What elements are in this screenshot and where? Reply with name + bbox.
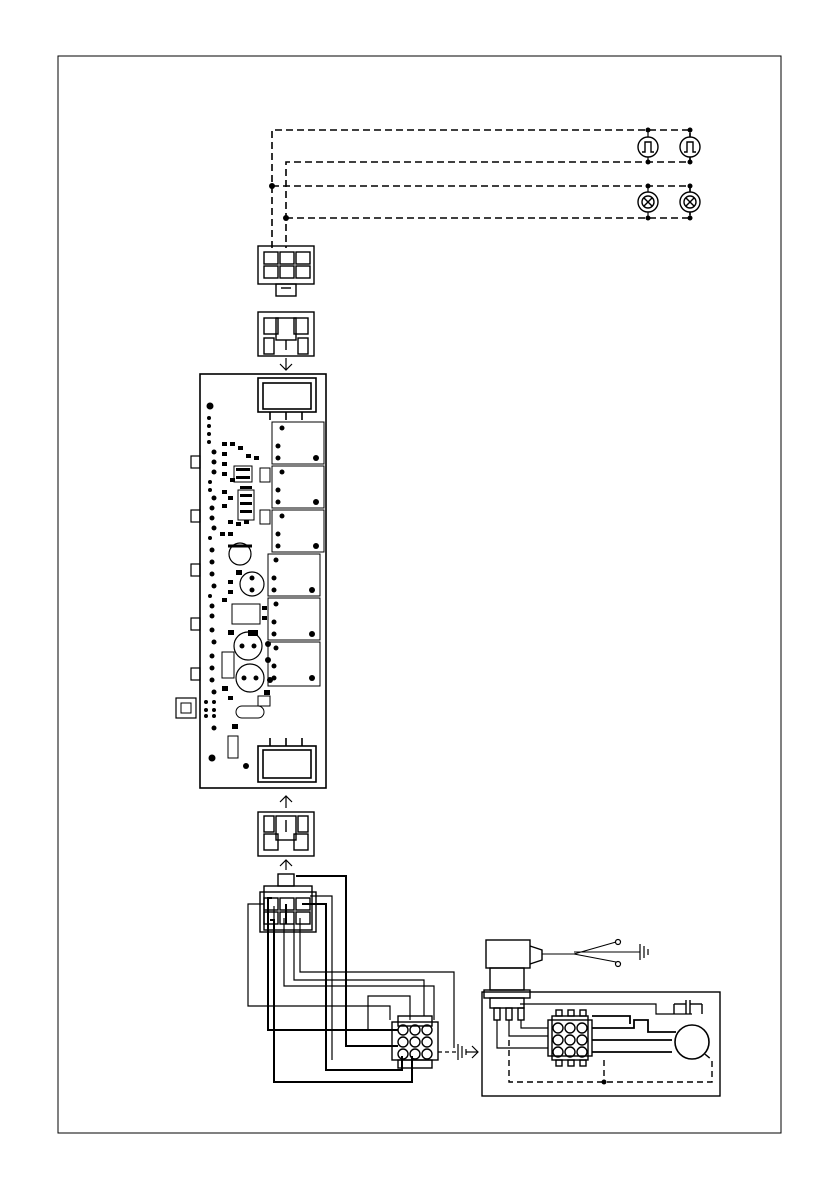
arrow-up-icon	[280, 796, 292, 808]
control-board	[176, 374, 326, 788]
lamp-wiring	[272, 130, 690, 248]
junction-dots	[269, 128, 693, 222]
motor-connector	[548, 1010, 592, 1066]
capacitor-icon	[674, 1000, 702, 1014]
earth-ground-icon	[438, 1044, 466, 1060]
inlet-wiring	[497, 1004, 692, 1048]
power-inlet	[484, 940, 542, 1020]
motor-icon	[675, 1025, 709, 1059]
ground-dot	[602, 1080, 607, 1085]
lower-wiring	[268, 876, 412, 1082]
earth-ground-icon	[640, 944, 648, 960]
motor-wiring	[592, 1016, 676, 1052]
arrow-up-icon	[280, 860, 292, 870]
top-connector	[258, 246, 314, 296]
board-pads	[204, 403, 319, 770]
junction-connector	[392, 1016, 438, 1068]
power-cord	[542, 942, 640, 962]
cord-terminals	[616, 940, 621, 967]
thermal-lamp-icon	[638, 137, 658, 157]
lower-wiring-thin	[248, 896, 454, 1060]
thermal-lamp-icon	[680, 137, 700, 157]
lamp-icon	[638, 192, 658, 212]
arrow-down-icon	[280, 358, 292, 370]
bottom-mating-plug	[258, 812, 314, 856]
arrow-right-icon	[466, 1046, 478, 1058]
top-mating-plug	[258, 312, 314, 356]
lamp-icon	[680, 192, 700, 212]
